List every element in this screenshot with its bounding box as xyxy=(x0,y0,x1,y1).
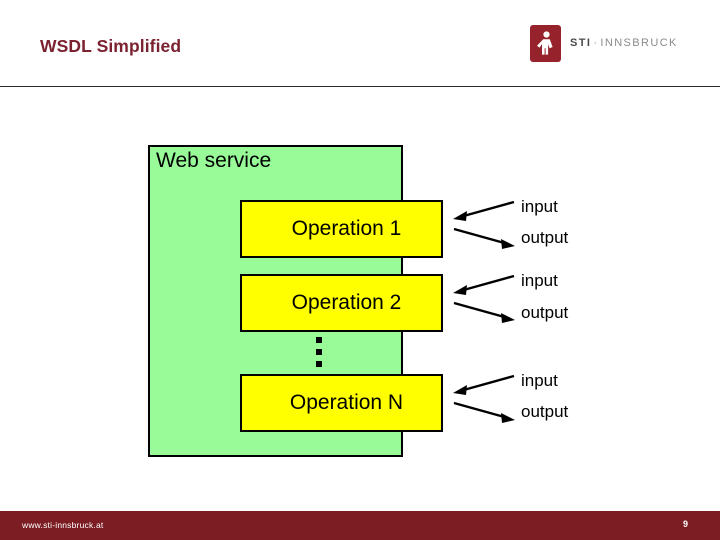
logo-text-sti: STI xyxy=(570,37,592,49)
ellipsis-dot xyxy=(316,361,322,367)
sti-figure-icon xyxy=(537,31,553,55)
operation-label: Operation N xyxy=(289,391,404,414)
slide-header: WSDL Simplified STI·INNSBRUCK xyxy=(0,0,720,87)
output-arrowhead xyxy=(501,239,515,249)
input-arrow-line xyxy=(459,200,515,219)
input-output-arrows xyxy=(453,374,515,423)
input-output-arrows xyxy=(453,200,515,249)
slide-footer: www.sti-innsbruck.at 9 xyxy=(0,511,720,540)
input-arrowhead xyxy=(453,385,467,395)
output-label: output xyxy=(521,402,569,421)
output-label: output xyxy=(521,303,569,322)
logo-separator: · xyxy=(593,37,599,49)
web-service-label: Web service xyxy=(156,149,272,172)
page-number: 9 xyxy=(682,519,688,529)
output-arrowhead xyxy=(501,313,515,323)
vertical-ellipsis-icon xyxy=(315,337,323,367)
output-label: output xyxy=(521,228,569,247)
input-arrow-line xyxy=(459,274,515,293)
input-arrowhead xyxy=(453,285,467,295)
header-divider xyxy=(0,86,720,87)
logo-mark-square xyxy=(530,25,561,62)
input-label: input xyxy=(521,271,558,290)
logo-text-innsbruck: INNSBRUCK xyxy=(600,37,678,49)
operation-label: Operation 1 xyxy=(291,217,402,240)
ellipsis-dot xyxy=(316,349,322,355)
operation-box: Operation N xyxy=(240,374,443,432)
output-arrow-line xyxy=(453,301,509,320)
input-label: input xyxy=(521,371,558,390)
input-arrowhead xyxy=(453,211,467,221)
input-label: input xyxy=(521,197,558,216)
operation-label: Operation 2 xyxy=(291,291,402,314)
input-output-arrows xyxy=(453,274,515,323)
output-arrow-line xyxy=(453,227,509,246)
operation-box: Operation 1 xyxy=(240,200,443,258)
footer-url[interactable]: www.sti-innsbruck.at xyxy=(22,520,104,530)
ellipsis-dot xyxy=(316,337,322,343)
output-arrow-line xyxy=(453,401,509,420)
operation-box: Operation 2 xyxy=(240,274,443,332)
page-title: WSDL Simplified xyxy=(40,36,182,56)
input-arrow-line xyxy=(459,374,515,393)
sti-innsbruck-logo: STI·INNSBRUCK xyxy=(530,25,680,63)
logo-wordmark: STI·INNSBRUCK xyxy=(570,37,678,49)
output-arrowhead xyxy=(501,413,515,423)
